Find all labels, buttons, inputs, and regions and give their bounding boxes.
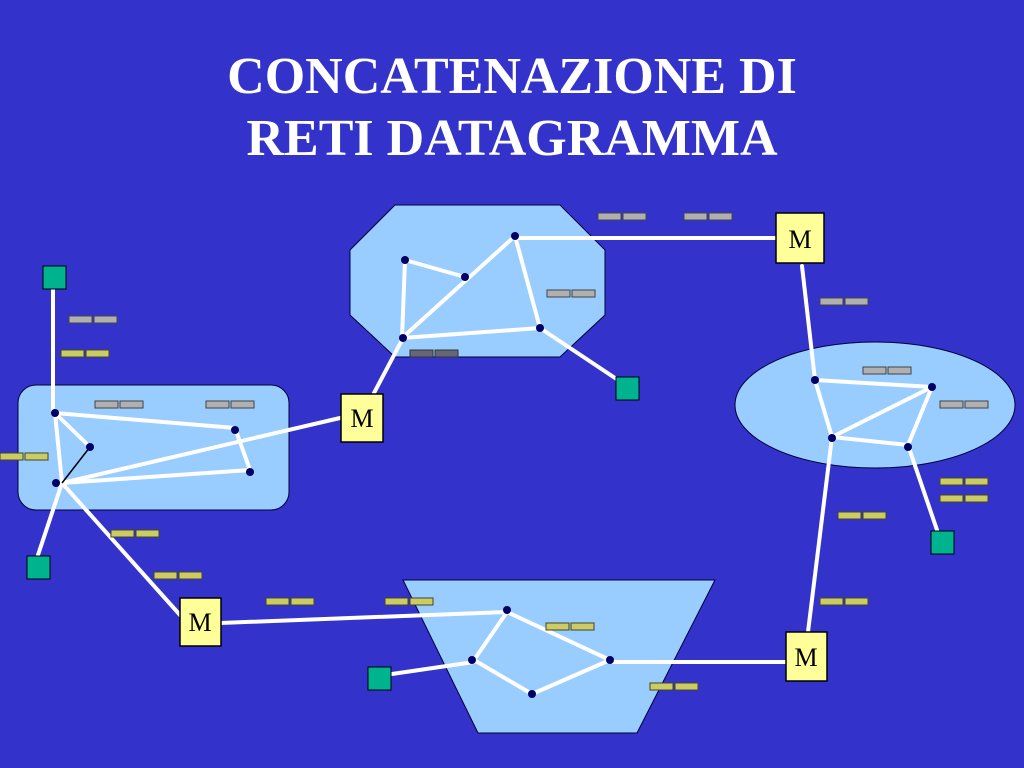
host-4 — [930, 530, 955, 555]
hosts — [26, 265, 955, 691]
links — [36, 234, 939, 696]
router-bottom-right: M — [785, 631, 828, 682]
network-top — [349, 204, 606, 358]
title-line-1: CONCATENAZIONE DI — [227, 48, 797, 105]
router-label: M — [350, 404, 373, 433]
thin-link — [61, 446, 91, 484]
network-right — [734, 341, 1016, 469]
title-line-2: RETI DATAGRAMMA — [246, 110, 778, 167]
router-label: M — [794, 643, 817, 672]
packets-yellow — [0, 349, 989, 691]
host-2 — [26, 555, 51, 580]
router-label: M — [788, 225, 811, 254]
packet-dark — [409, 349, 434, 358]
nodes — [51, 232, 936, 698]
router-top-right: M — [775, 212, 825, 264]
router-bottom-left: M — [179, 597, 222, 647]
packets-gray — [68, 212, 989, 409]
router-left: M — [340, 393, 384, 443]
network-bottom — [402, 579, 716, 734]
router-label: M — [188, 608, 211, 637]
slide-title: CONCATENAZIONE DI RETI DATAGRAMMA — [0, 46, 1024, 170]
host-5 — [367, 666, 392, 691]
host-1 — [42, 265, 67, 290]
host-3 — [615, 376, 640, 401]
